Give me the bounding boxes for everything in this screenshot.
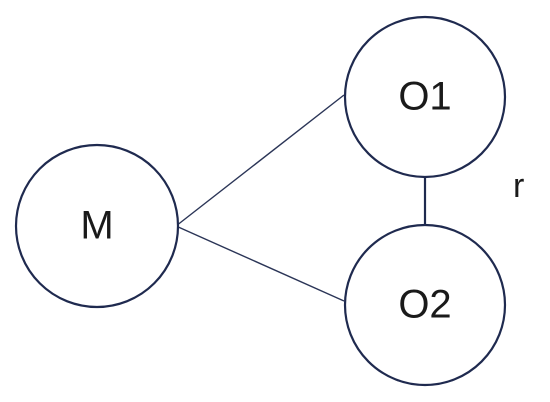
node-o1: O1 [343,15,507,179]
node-o1-label: O1 [398,75,451,119]
node-m-label: M [80,204,113,248]
edge-m-o1 [175,94,345,227]
node-m-circle [14,143,180,309]
node-o2-label: O2 [398,283,451,327]
node-m: M [14,143,180,309]
node-o2: O2 [343,223,507,387]
node-o2-circle [343,223,507,387]
edge-m-o2 [175,225,345,302]
node-o1-circle [343,15,507,179]
edge-o1-o2-label: r [513,167,524,205]
